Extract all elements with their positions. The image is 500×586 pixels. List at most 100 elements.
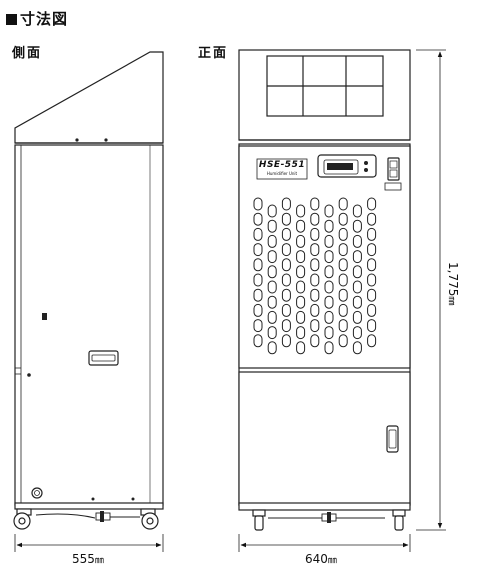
vent-slot [253, 288, 263, 302]
vent-slot [267, 265, 277, 279]
vent-slot [310, 273, 320, 287]
vent-slot [253, 197, 263, 211]
vent-slot [267, 219, 277, 233]
side-hose [35, 511, 140, 522]
vent-slot [324, 326, 334, 340]
vent-slot [253, 273, 263, 287]
vent-slot [367, 212, 377, 226]
vent-slot [338, 334, 348, 348]
vent-slot [253, 243, 263, 257]
depth-dimension-label: 555㎜ [72, 552, 104, 566]
front-top-grille [266, 55, 384, 117]
front-door-handle [386, 425, 399, 453]
vent-slot [352, 219, 362, 233]
vent-slot [296, 204, 306, 218]
control-panel [317, 154, 377, 178]
vent-slot [352, 265, 362, 279]
vent-slot [267, 341, 277, 355]
vent-slot [310, 258, 320, 272]
vent-slot [324, 280, 334, 294]
vent-slot [296, 280, 306, 294]
vent-slot [310, 334, 320, 348]
vent-slot [296, 265, 306, 279]
vent-slot [281, 334, 291, 348]
vent-slot [367, 243, 377, 257]
vent-slot [324, 234, 334, 248]
vent-slot [310, 288, 320, 302]
side-caster-left [13, 508, 32, 530]
vent-slot [367, 258, 377, 272]
vent-slot [324, 250, 334, 264]
model-plate [256, 158, 308, 180]
front-view-label: 正面 [198, 46, 229, 61]
vent-slot [352, 326, 362, 340]
vent-slot [310, 319, 320, 333]
vent-slot [253, 334, 263, 348]
vent-slot [267, 250, 277, 264]
vent-slot [281, 319, 291, 333]
model-label: HSE-551 [258, 160, 306, 170]
side-caster-right [140, 508, 159, 530]
vent-slot [352, 204, 362, 218]
vent-slot [296, 341, 306, 355]
height-dimension-label: 1,775㎜ [446, 262, 460, 306]
vent-slot [367, 288, 377, 302]
vent-slot [296, 250, 306, 264]
vent-slot [281, 243, 291, 257]
front-lower-door [238, 371, 411, 506]
vent-slot [367, 334, 377, 348]
vent-slot [324, 204, 334, 218]
page-title: 寸法図 [6, 8, 68, 29]
vent-slot [338, 197, 348, 211]
power-switch [387, 157, 400, 181]
vent-slot [267, 204, 277, 218]
vent-slot [310, 303, 320, 317]
vent-slot [253, 319, 263, 333]
vent-slot [267, 280, 277, 294]
vent-slot [367, 273, 377, 287]
vent-slot [281, 227, 291, 241]
page-title-text: 寸法図 [20, 10, 69, 28]
vent-slot [296, 234, 306, 248]
vent-slot [324, 295, 334, 309]
front-caster-right [392, 509, 406, 531]
vent-slot [338, 227, 348, 241]
vent-slot [267, 310, 277, 324]
front-width-dimension [238, 534, 411, 552]
side-view [13, 51, 164, 530]
vent-slot [352, 234, 362, 248]
vent-slot [310, 243, 320, 257]
vent-slot [338, 258, 348, 272]
vent-slot [352, 295, 362, 309]
vent-slot [324, 310, 334, 324]
side-top-hood [14, 51, 164, 144]
vent-slot [267, 295, 277, 309]
vent-slot [367, 303, 377, 317]
height-dimension [416, 49, 446, 531]
vent-slot [310, 227, 320, 241]
model-sublabel: Humidifier Unit [266, 171, 298, 176]
vent-slot [281, 288, 291, 302]
vent-slot [338, 212, 348, 226]
side-width-dimension [14, 534, 164, 552]
vent-slot [352, 250, 362, 264]
front-view [238, 49, 411, 531]
vent-slot [338, 273, 348, 287]
vent-slot [253, 212, 263, 226]
vent-slot [367, 227, 377, 241]
vent-slot [296, 310, 306, 324]
front-hose [268, 512, 385, 523]
vent-slot [338, 319, 348, 333]
vent-slot [338, 243, 348, 257]
vent-slot [281, 303, 291, 317]
front-vent-grille [253, 197, 377, 355]
vent-slot [352, 341, 362, 355]
vent-slot [367, 319, 377, 333]
vent-slot [310, 197, 320, 211]
vent-slot [281, 197, 291, 211]
vent-slot [296, 326, 306, 340]
width-dimension-label: 640㎜ [305, 552, 337, 566]
square-bullet-icon [6, 14, 17, 25]
vent-slot [281, 212, 291, 226]
